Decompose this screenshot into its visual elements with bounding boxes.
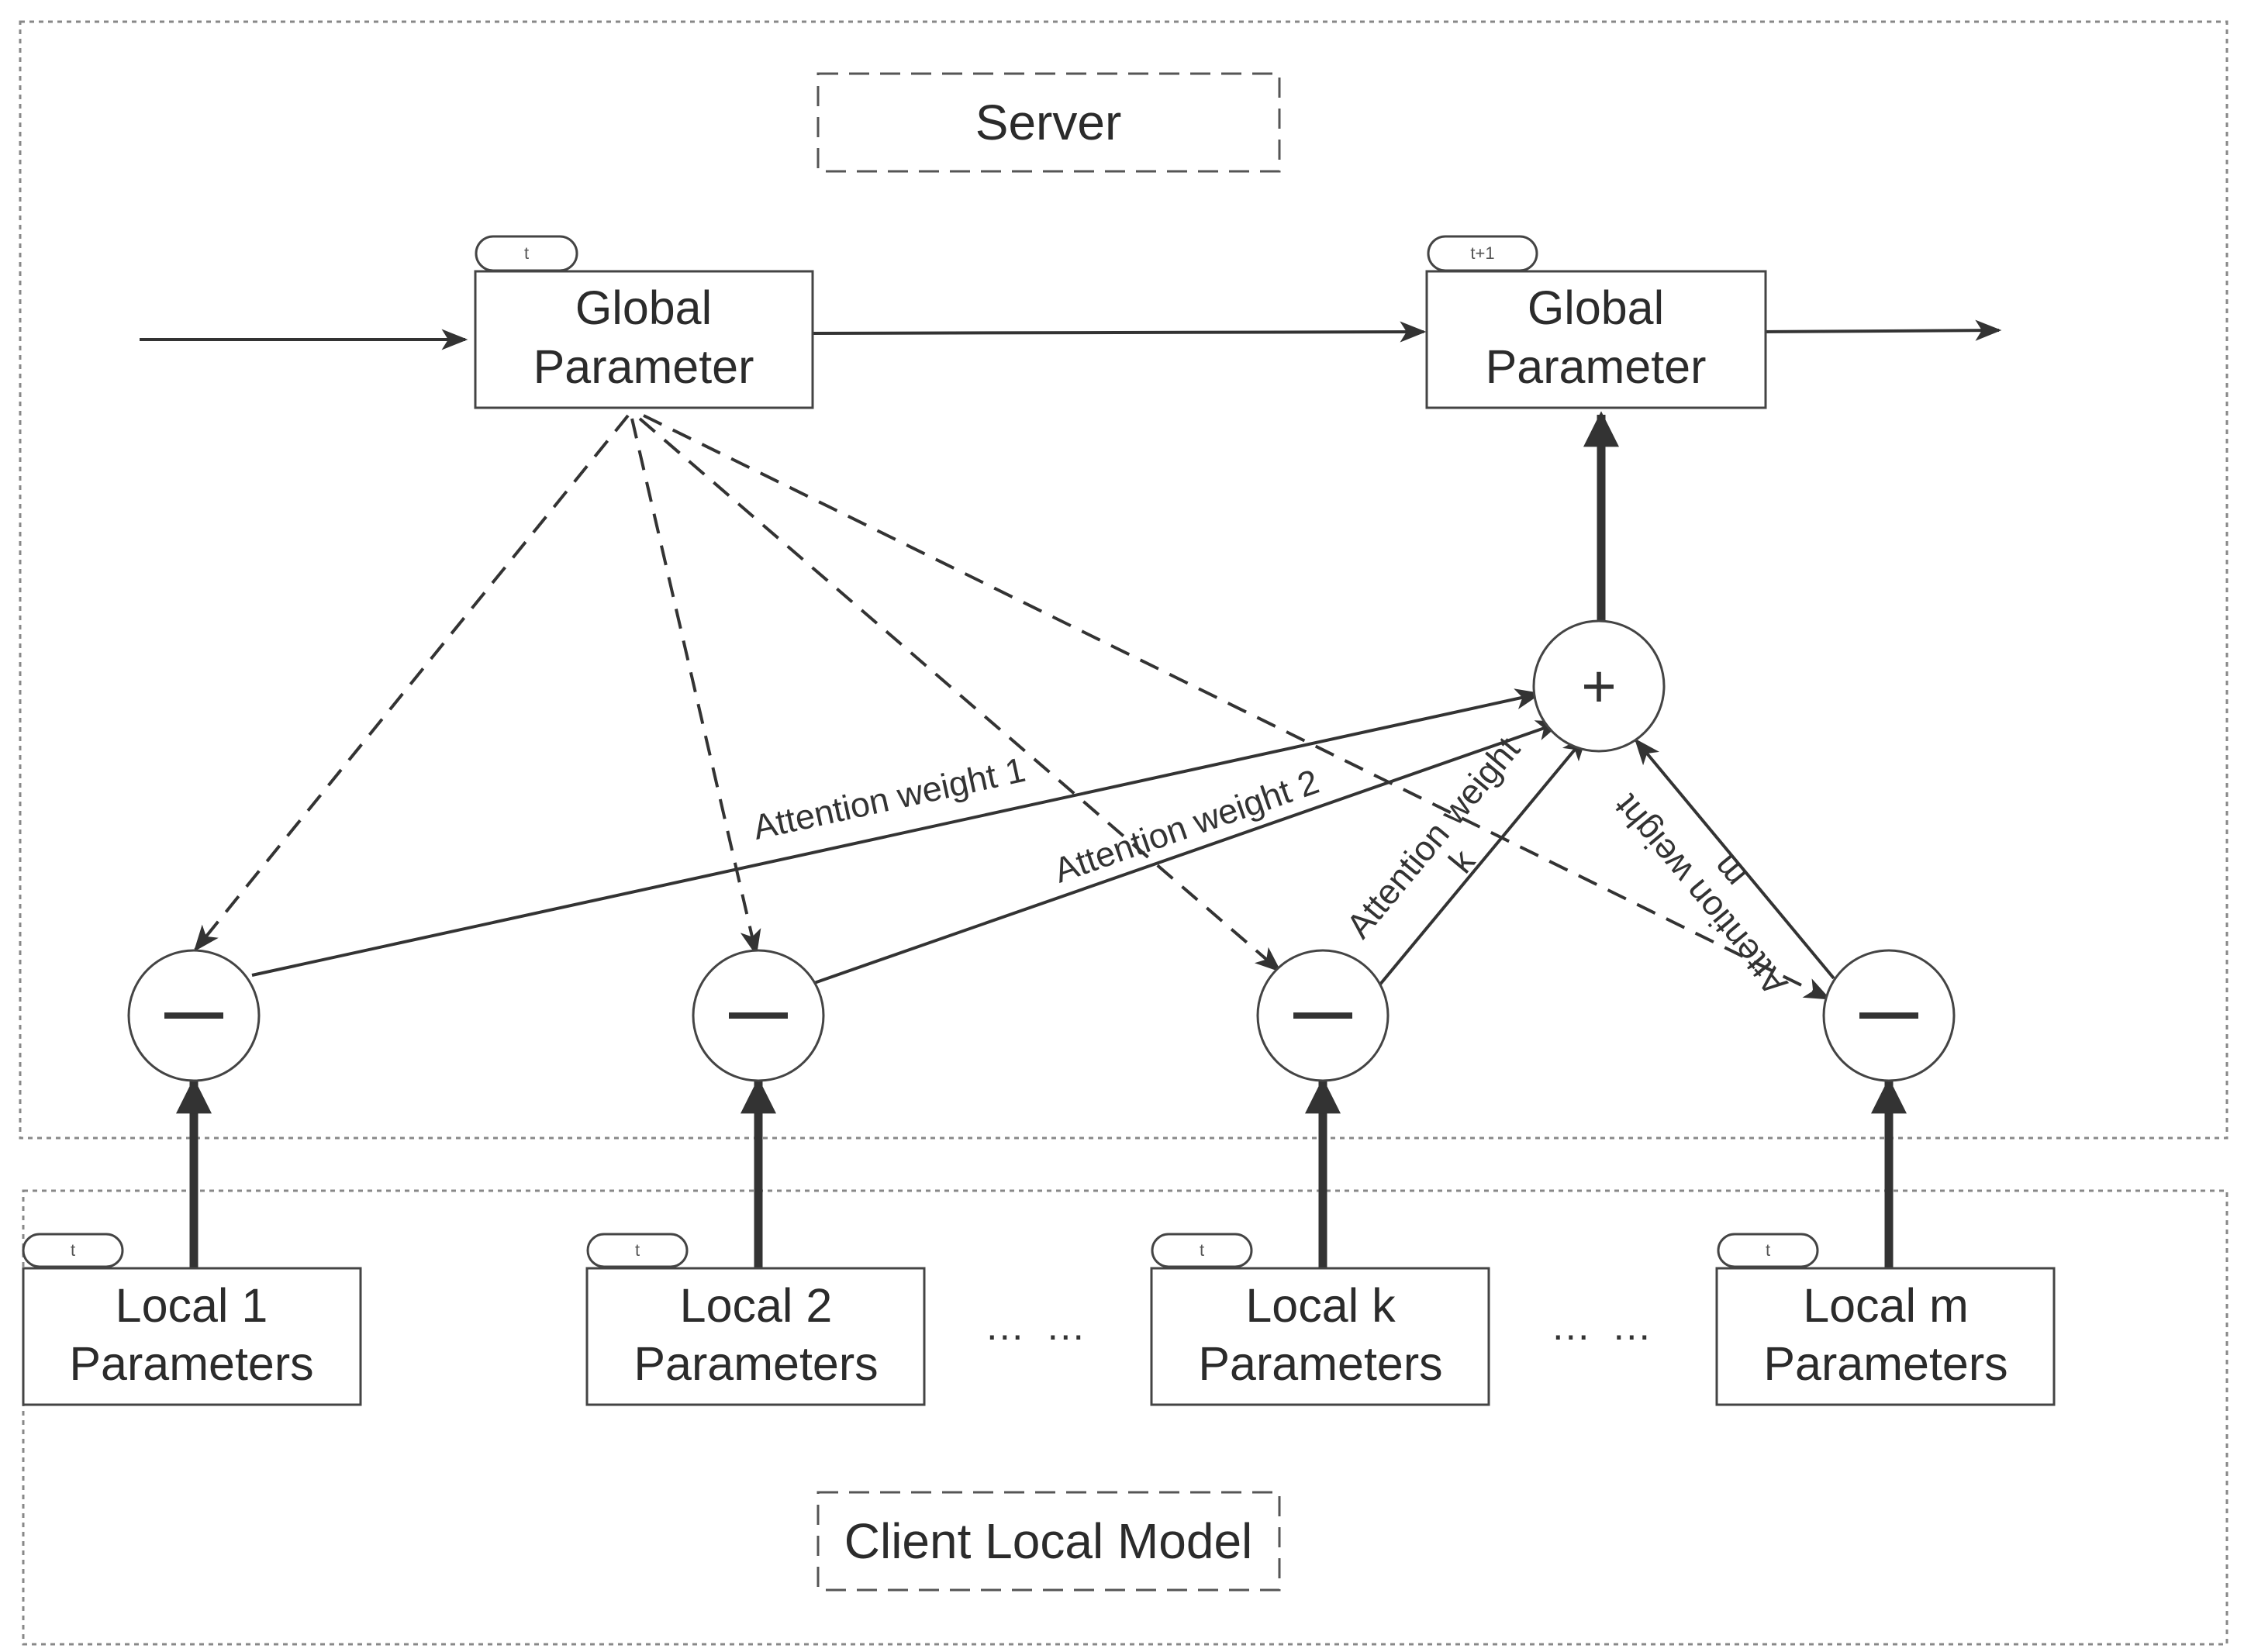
attention-weight-1-label: Attention weight 1 — [749, 750, 1028, 847]
time-tag-label: t — [635, 1240, 640, 1260]
local-line2: Parameters — [633, 1337, 878, 1390]
time-tag — [22, 1233, 124, 1268]
time-tag — [586, 1233, 689, 1268]
global-parameter-t-plus-1: t+1 Global Parameter — [1425, 235, 1767, 409]
weighted-arrow-1 — [251, 688, 1542, 977]
global-to-global-arrow — [810, 321, 1427, 343]
weighted-arrow-2 — [813, 720, 1563, 985]
time-tag-label: t — [71, 1240, 75, 1260]
server-label: Server — [975, 95, 1122, 150]
broadcast-arrow-1 — [193, 414, 630, 952]
attention-weight-k-line2: k — [1441, 841, 1483, 880]
time-tag-label: t — [1200, 1240, 1204, 1260]
time-tag-label: t — [1766, 1240, 1770, 1260]
subtract-node-m — [1822, 949, 1956, 1082]
broadcast-arrow-m — [643, 414, 1831, 1000]
local-line1: Local 2 — [680, 1279, 833, 1332]
client-region — [22, 1189, 2228, 1646]
local-k-parameters: t Local k Parameters — [1150, 1233, 1490, 1406]
global-param-line1: Global — [1528, 281, 1664, 334]
local-line2: Parameters — [1763, 1337, 2008, 1390]
global-param-line2: Parameter — [533, 340, 754, 393]
server-label-box: Server — [816, 72, 1281, 173]
local-1-parameters: t Local 1 Parameters — [22, 1233, 362, 1406]
local-m-parameters: t Local m Parameters — [1715, 1233, 2056, 1406]
broadcast-arrow-k — [638, 417, 1282, 973]
weighted-arrow-k — [1377, 734, 1588, 988]
weighted-arrow-m — [1634, 738, 1835, 980]
subtract-node-k — [1256, 949, 1390, 1082]
add-operator: + — [1581, 652, 1617, 720]
global-param-line1: Global — [575, 281, 712, 334]
ellipsis-1: … … — [985, 1304, 1090, 1349]
sum-node: + — [1532, 619, 1666, 753]
server-region — [19, 20, 2228, 1140]
global-parameter-t: t Global Parameter — [474, 235, 814, 409]
local-line1: Local m — [1803, 1279, 1969, 1332]
time-tag — [1151, 1233, 1253, 1268]
local-line2: Parameters — [69, 1337, 313, 1390]
local-line1: Local 1 — [116, 1279, 268, 1332]
client-label: Client Local Model — [844, 1513, 1253, 1569]
subtract-node-2 — [692, 949, 825, 1082]
attention-weight-2-label: Attention weight 2 — [1049, 761, 1324, 890]
local-2-parameters: t Local 2 Parameters — [585, 1233, 926, 1406]
global-param-line2: Parameter — [1486, 340, 1707, 393]
ellipsis-2: … … — [1551, 1304, 1656, 1349]
outgoing-arrow — [1762, 319, 2002, 341]
time-tag-label: t+1 — [1470, 243, 1494, 263]
broadcast-arrow-2 — [630, 418, 761, 957]
attention-weight-m-label: Attention weight m — [1606, 787, 1795, 1003]
subtract-node-1 — [127, 949, 261, 1082]
local-line1: Local k — [1245, 1279, 1396, 1332]
time-tag-label: t — [524, 243, 529, 263]
client-label-box: Client Local Model — [816, 1491, 1281, 1592]
local-line2: Parameters — [1198, 1337, 1442, 1390]
time-tag — [1717, 1233, 1819, 1268]
